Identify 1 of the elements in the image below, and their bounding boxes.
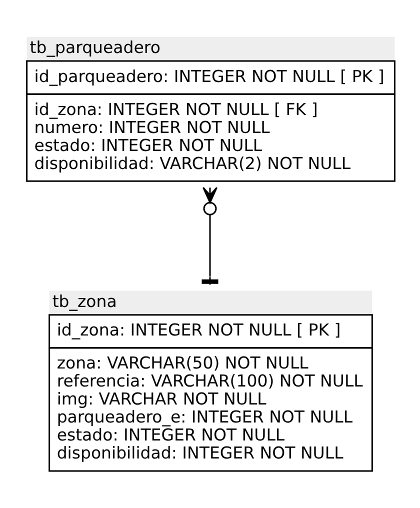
connector (202, 186, 218, 285)
